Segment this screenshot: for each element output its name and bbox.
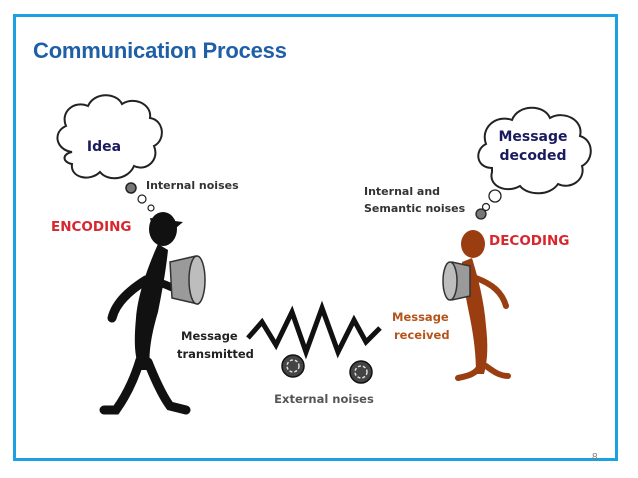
thought-bubble-small — [147, 204, 155, 212]
receiver-noise-line2: Semantic noises — [364, 202, 466, 215]
external-noise-icon — [349, 360, 373, 384]
idea-label: Idea — [87, 139, 121, 155]
decoding-label: DECODING — [489, 233, 569, 249]
message-received-line2: received — [394, 328, 450, 342]
internal-noises-label: Internal noises — [146, 179, 239, 192]
slide-title: Communication Process — [33, 38, 287, 63]
message-transmitted-line1: Message — [181, 329, 238, 343]
sender-megaphone-icon — [169, 255, 206, 305]
sender-figure — [99, 212, 191, 415]
encoding-label: ENCODING — [51, 219, 132, 235]
external-noise-icon — [281, 354, 305, 378]
receiver-thought-cloud: Message decoded — [477, 106, 592, 195]
receiver-noise-line1: Internal and — [364, 185, 440, 198]
thought-bubble-small — [137, 194, 147, 204]
message-decoded-line2: decoded — [500, 148, 567, 164]
thought-bubble-small — [481, 202, 491, 212]
thought-bubble-small — [125, 182, 137, 194]
slide-frame — [13, 14, 618, 461]
thought-bubble-small — [475, 208, 487, 220]
page-number: 8 — [592, 452, 598, 463]
sender-thought-cloud: Idea — [56, 94, 163, 180]
message-decoded-line1: Message — [498, 129, 567, 145]
receiver-figure — [455, 230, 511, 381]
message-received-line1: Message — [392, 310, 449, 324]
channel-zigzag — [246, 300, 382, 360]
message-transmitted-line2: transmitted — [177, 347, 254, 361]
external-noises-label: External noises — [274, 392, 374, 406]
thought-bubble-small — [488, 189, 502, 203]
receiver-megaphone-icon — [442, 261, 471, 301]
